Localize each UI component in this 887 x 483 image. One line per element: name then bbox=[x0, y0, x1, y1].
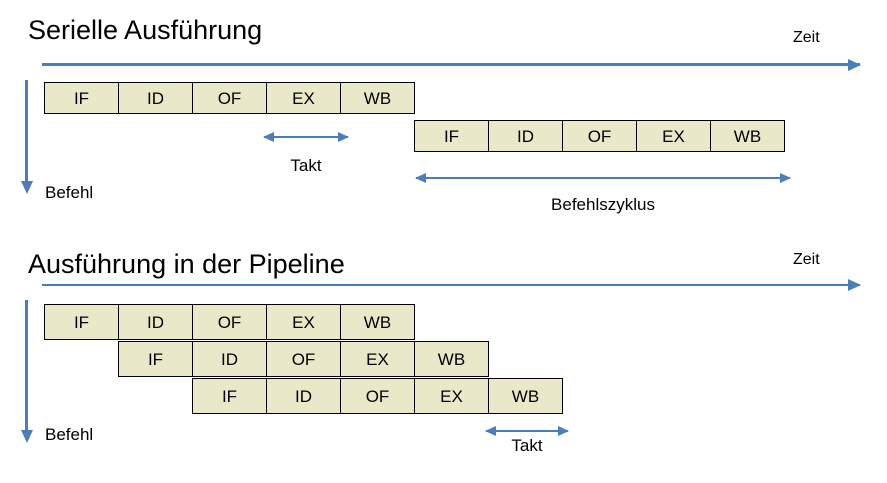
arrow-head-right-icon bbox=[848, 59, 861, 71]
time-axis-label-pipeline: Zeit bbox=[793, 251, 820, 268]
takt-measure-arrow-serial bbox=[263, 132, 349, 142]
section-title-pipeline: Ausführung in der Pipeline bbox=[28, 249, 345, 279]
stage-box: ID bbox=[118, 304, 193, 340]
stage-box: WB bbox=[710, 120, 785, 152]
stage-box: ID bbox=[118, 82, 193, 114]
stage-box: IF bbox=[192, 378, 267, 414]
stage-box: WB bbox=[414, 341, 489, 377]
arrow-head-right-icon bbox=[780, 173, 791, 183]
stage-box: EX bbox=[266, 82, 341, 114]
time-axis-arrow-serial bbox=[42, 59, 861, 71]
stage-box: IF bbox=[44, 82, 119, 114]
instruction-axis-arrow-pipeline bbox=[21, 300, 33, 443]
arrow-head-right-icon bbox=[848, 279, 861, 291]
takt-label-pipeline: Takt bbox=[511, 436, 543, 455]
stage-box: OF bbox=[192, 82, 267, 114]
arrow-head-down-icon bbox=[21, 181, 33, 194]
stage-box: WB bbox=[488, 378, 563, 414]
instruction-axis-label-serial: Befehl bbox=[45, 183, 94, 202]
stage-box: EX bbox=[266, 304, 341, 340]
takt-label-serial: Takt bbox=[290, 156, 322, 175]
stage-box: EX bbox=[636, 120, 711, 152]
stage-box: OF bbox=[340, 378, 415, 414]
befehlszyklus-measure-arrow bbox=[415, 173, 791, 183]
arrow-head-right-icon bbox=[338, 132, 349, 142]
section-title-serial: Serielle Ausführung bbox=[28, 15, 263, 45]
instruction-axis-arrow-serial bbox=[21, 80, 33, 194]
time-axis-arrow-pipeline bbox=[42, 279, 861, 291]
arrow-head-left-icon bbox=[485, 426, 496, 436]
stage-box: IF bbox=[118, 341, 193, 377]
time-axis-label-serial: Zeit bbox=[793, 29, 820, 46]
arrow-head-right-icon bbox=[558, 426, 569, 436]
stage-box: ID bbox=[488, 120, 563, 152]
stage-box: EX bbox=[414, 378, 489, 414]
befehlszyklus-label: Befehlszyklus bbox=[551, 195, 655, 214]
stage-box: WB bbox=[340, 304, 415, 340]
stage-box: ID bbox=[192, 341, 267, 377]
stage-box: WB bbox=[340, 82, 415, 114]
stage-box: IF bbox=[44, 304, 119, 340]
stage-box: OF bbox=[266, 341, 341, 377]
stage-box: OF bbox=[192, 304, 267, 340]
stage-box: ID bbox=[266, 378, 341, 414]
arrow-head-left-icon bbox=[415, 173, 426, 183]
arrow-head-down-icon bbox=[21, 430, 33, 443]
stage-box: EX bbox=[340, 341, 415, 377]
stage-box: IF bbox=[414, 120, 489, 152]
arrow-head-left-icon bbox=[263, 132, 274, 142]
takt-measure-arrow-pipeline bbox=[485, 426, 569, 436]
stage-box: OF bbox=[562, 120, 637, 152]
instruction-axis-label-pipeline: Befehl bbox=[45, 425, 94, 444]
